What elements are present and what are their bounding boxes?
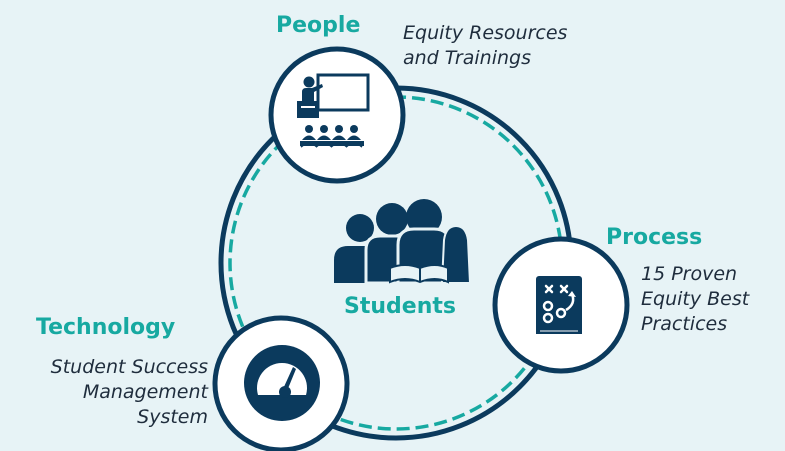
process-description-line: 15 Proven: [641, 263, 738, 285]
center-label: Students: [344, 294, 456, 319]
people-description-line: and Trainings: [403, 47, 531, 69]
people-description-line: Equity Resources: [403, 22, 568, 44]
node-technology: [212, 315, 350, 451]
technology-description-line: Management: [82, 381, 208, 403]
playbook-strategy-icon: [536, 276, 582, 334]
speedometer-gauge-icon: [244, 345, 320, 421]
technology-description-line: System: [137, 406, 208, 428]
process-description-line: Practices: [641, 313, 728, 335]
process-description-line: Equity Best: [641, 288, 750, 310]
node-process: [492, 236, 630, 374]
process-title: Process: [606, 225, 703, 250]
students-reading-icon: [334, 199, 472, 285]
technology-description-line: Student Success: [50, 356, 208, 378]
node-people: [268, 46, 406, 184]
process-description: 15 Proven Equity Best Practices: [641, 262, 749, 337]
people-description: Equity Resources and Trainings: [403, 21, 567, 71]
presenter-classroom-icon: [297, 73, 370, 148]
technology-title: Technology: [36, 315, 176, 340]
technology-description: Student Success Management System: [51, 355, 208, 430]
people-node-circle: [268, 46, 406, 184]
people-title: People: [276, 13, 361, 38]
